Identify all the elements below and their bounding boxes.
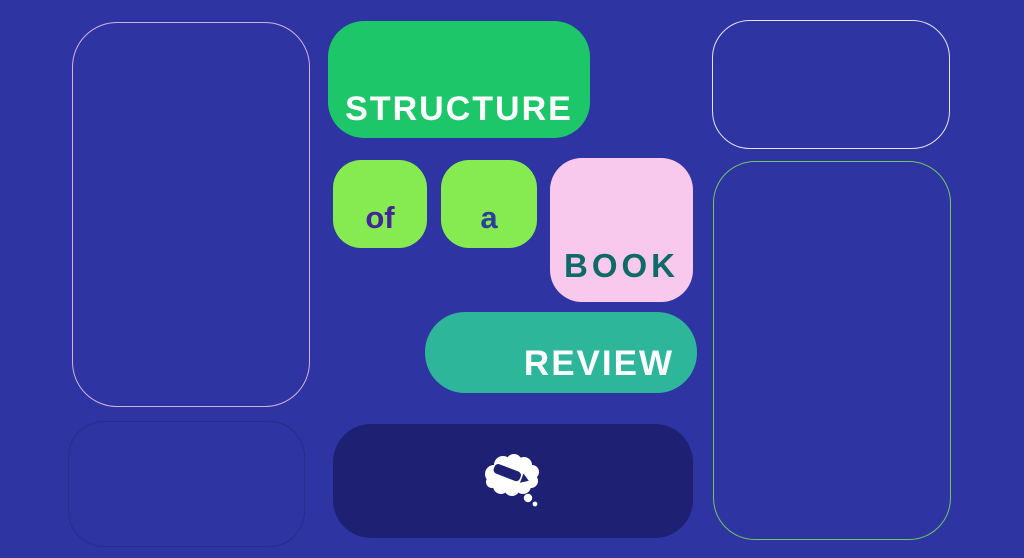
thought-bubble-pencil-icon <box>481 452 545 510</box>
icon-block <box>333 424 693 538</box>
decor-rect-bottom-left <box>68 421 305 547</box>
decor-rect-top-right <box>712 20 950 149</box>
review-word: REVIEW <box>523 344 674 383</box>
of-word-block: of <box>333 160 427 248</box>
decor-rect-right <box>713 161 951 540</box>
a-word: a <box>480 200 498 235</box>
of-word: of <box>365 200 395 235</box>
structure-word-block: STRUCTURE <box>328 21 590 138</box>
structure-word: STRUCTURE <box>345 90 573 128</box>
review-word-block: REVIEW <box>425 312 697 393</box>
book-word-block: BOOK <box>550 158 693 302</box>
decor-rect-top-left <box>72 22 310 407</box>
book-word: BOOK <box>564 247 679 284</box>
a-word-block: a <box>441 160 537 248</box>
